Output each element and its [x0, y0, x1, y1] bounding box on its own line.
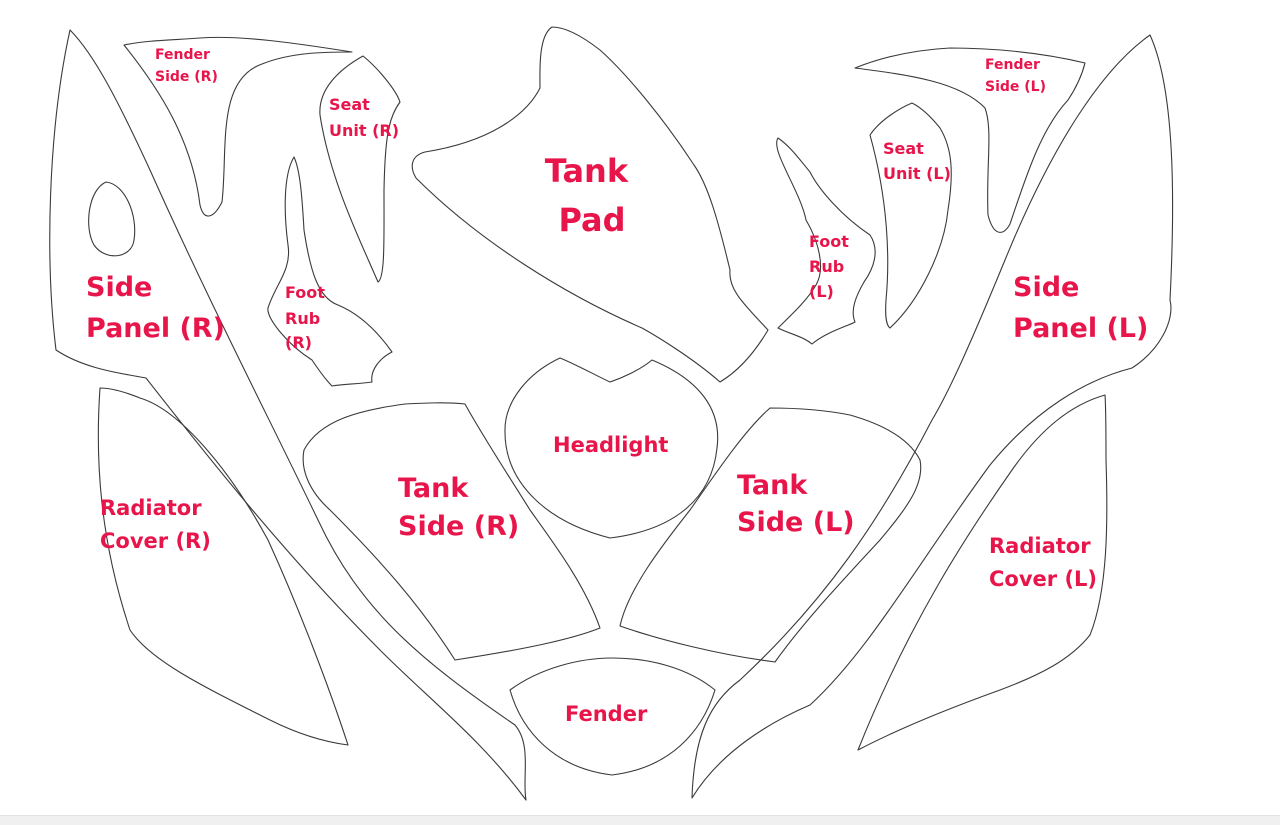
label-headlight: Headlight: [553, 433, 668, 457]
tank-pad-outline: [411, 26, 769, 383]
piece-outlines: [49, 26, 1174, 801]
label-side-panel-l: Side Panel (L): [1013, 272, 1148, 344]
label-fender: Fender: [565, 702, 648, 726]
foot-rub-l-outline: [776, 137, 876, 345]
radiator-cover-l-outline: [857, 394, 1108, 751]
radiator-cover-r-outline: [97, 387, 349, 746]
label-radiator-cover-l: Radiator Cover (L): [989, 534, 1098, 591]
fender-side-l-outline: [854, 47, 1086, 233]
label-seat-unit-l: Seat Unit (L): [883, 139, 951, 183]
bottom-scrollbar-strip[interactable]: [0, 815, 1280, 825]
seat-unit-l-outline: [869, 102, 952, 329]
foot-rub-r-outline: [267, 156, 393, 387]
label-tank-pad: Tank Pad: [545, 152, 640, 239]
side-panel-l-outline: [691, 34, 1174, 799]
side-panel-r-cutout: [88, 181, 136, 257]
seat-unit-r-outline: [319, 55, 401, 283]
label-radiator-cover-r: Radiator Cover (R): [100, 496, 211, 553]
fender-side-r-outline: [123, 36, 353, 217]
label-fender-side-r: Fender Side (R): [155, 47, 218, 85]
tank-side-r-outline: [302, 402, 601, 661]
headlight-outline: [504, 357, 719, 539]
piece-labels: Side Panel (R) Fender Side (R) Seat Unit…: [86, 47, 1148, 726]
label-tank-side-r: Tank Side (R): [398, 473, 519, 542]
label-fender-side-l: Fender Side (L): [985, 57, 1046, 95]
side-panel-r-outline: [49, 29, 527, 801]
label-tank-side-l: Tank Side (L): [737, 470, 855, 538]
tank-side-l-outline: [619, 407, 922, 663]
label-foot-rub-l: Foot Rub (L): [809, 232, 855, 301]
label-side-panel-r: Side Panel (R): [86, 272, 225, 344]
label-foot-rub-r: Foot Rub (R): [285, 283, 331, 352]
fender-outline: [509, 657, 716, 776]
label-seat-unit-r: Seat Unit (R): [329, 95, 399, 140]
